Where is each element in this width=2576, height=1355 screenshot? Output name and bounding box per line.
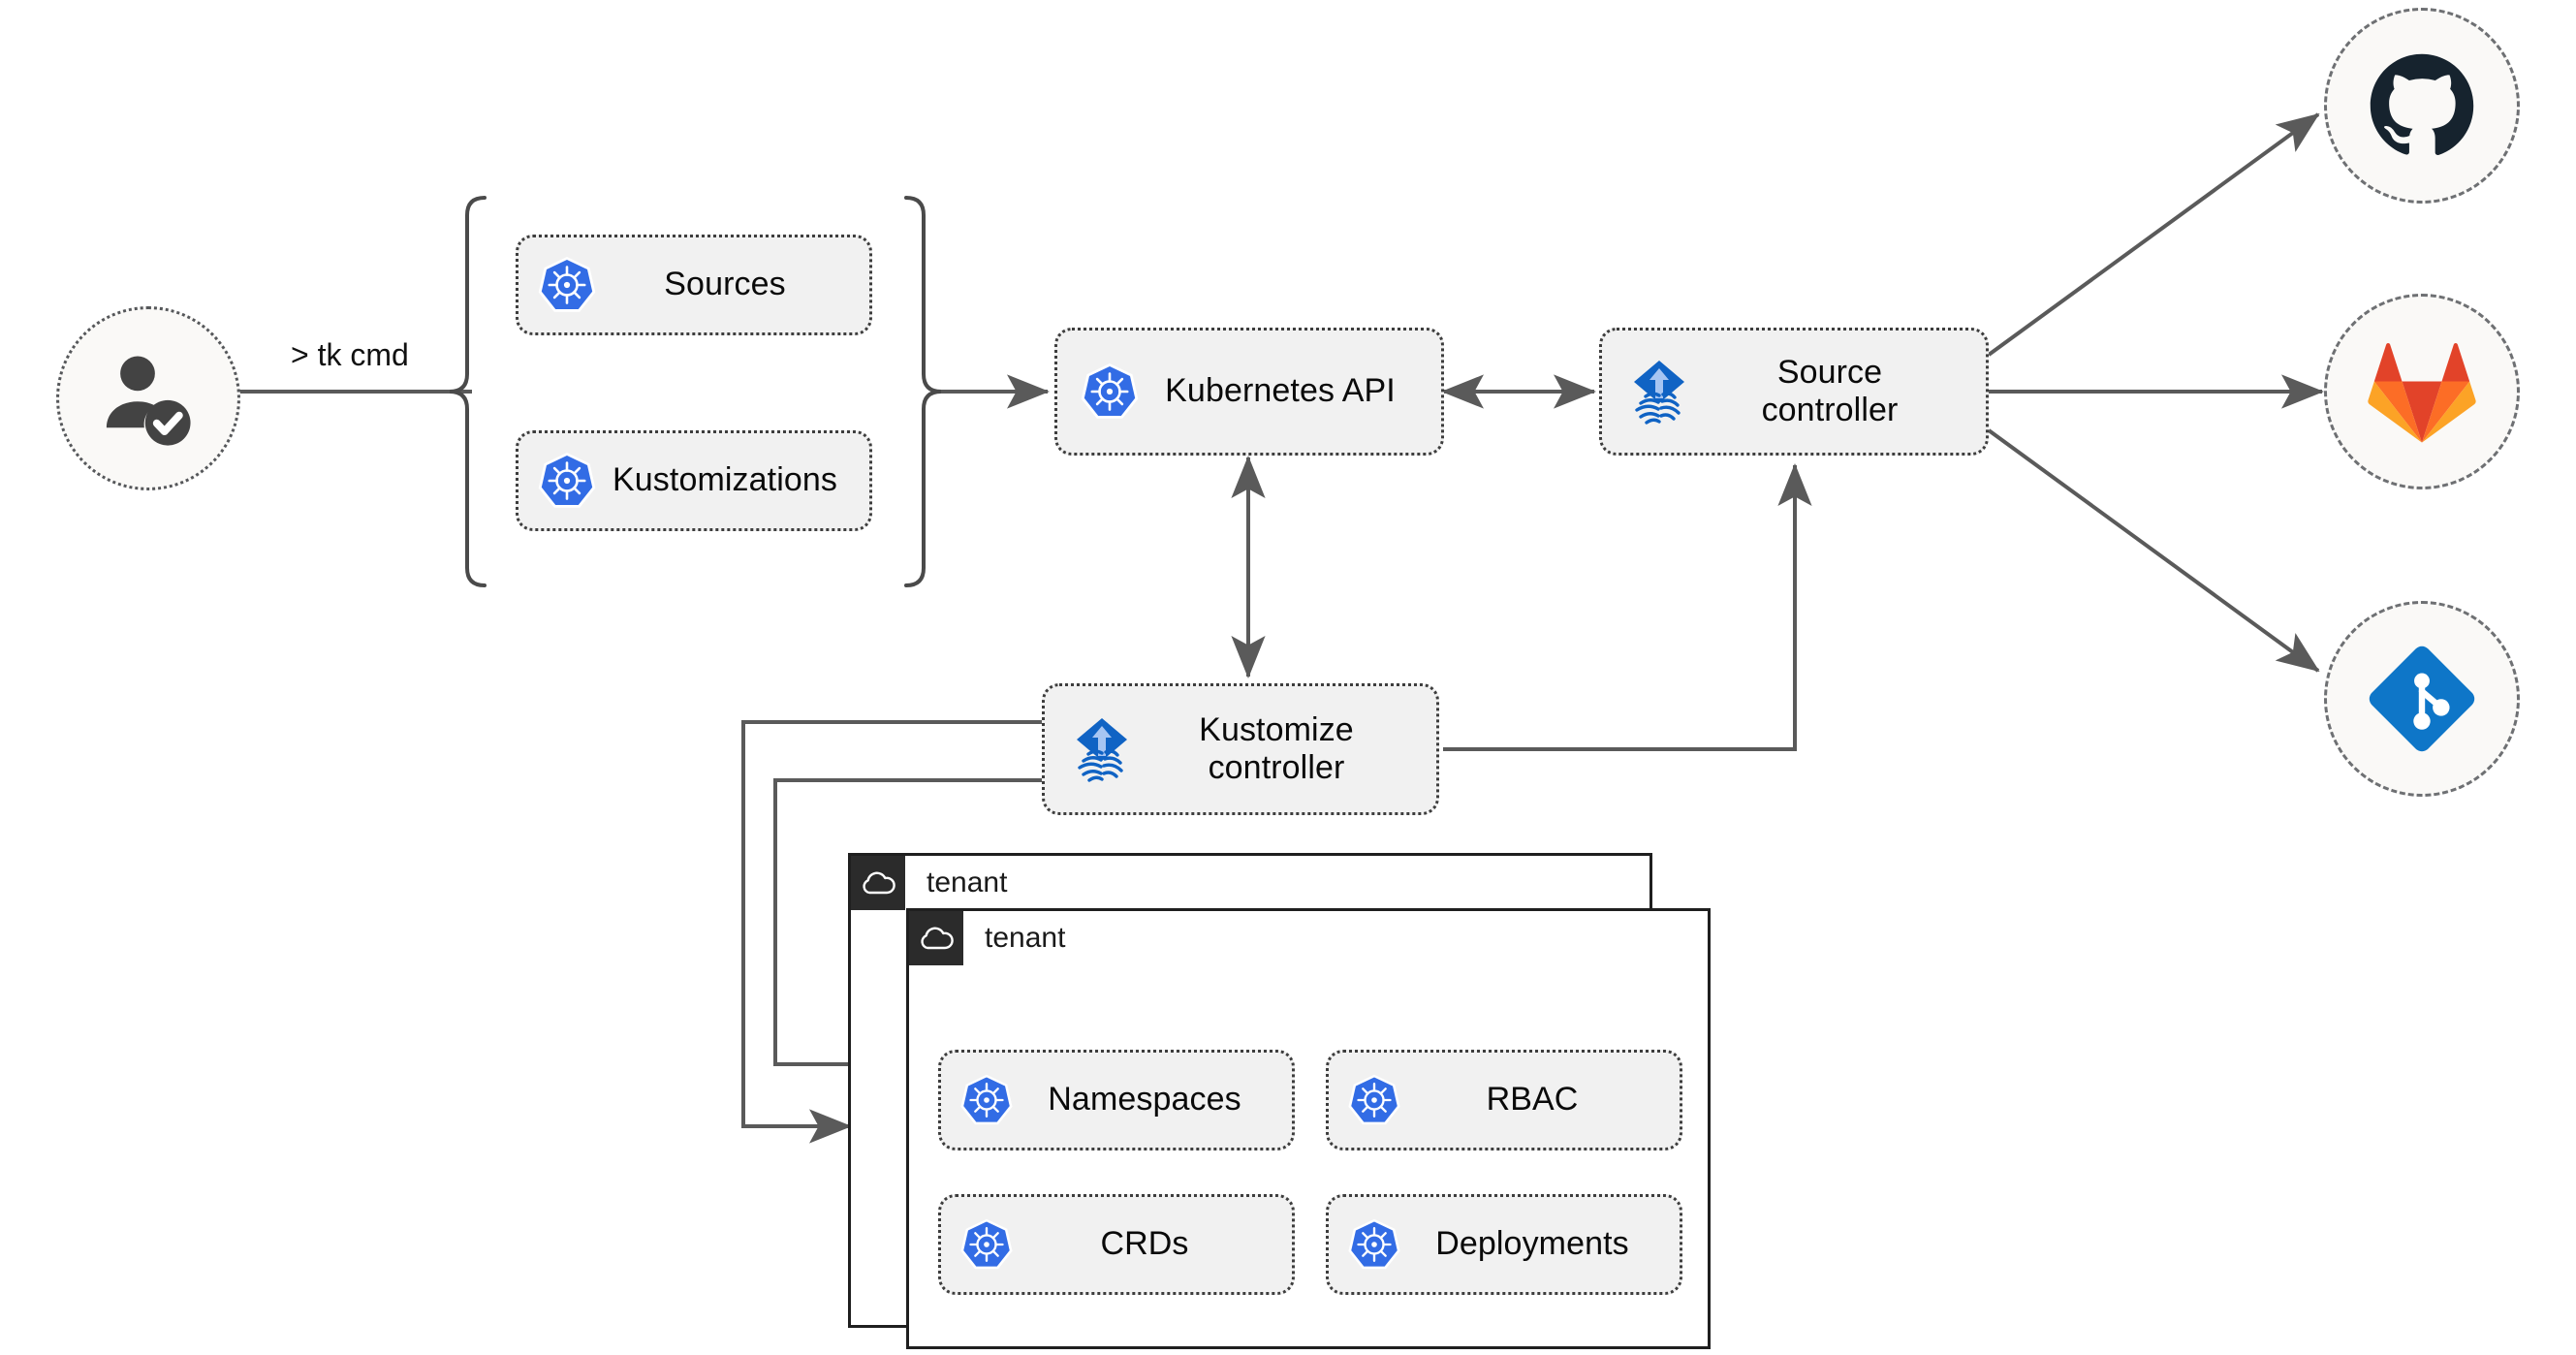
- provider-github[interactable]: [2324, 8, 2520, 204]
- resource-label: Kustomizations: [613, 461, 837, 499]
- resource-label: Sources: [664, 266, 786, 303]
- node-kustomize-controller[interactable]: Kustomize controller: [1042, 683, 1439, 815]
- tenant-resource-deployments[interactable]: Deployments: [1326, 1194, 1682, 1295]
- tenant-resource-namespaces[interactable]: Namespaces: [938, 1050, 1295, 1150]
- tenant-resource-crds[interactable]: CRDs: [938, 1194, 1295, 1295]
- tenant-resource-label: Namespaces: [1048, 1081, 1241, 1119]
- tenant-resource-label: RBAC: [1486, 1081, 1579, 1119]
- kubernetes-icon: [958, 1216, 1015, 1273]
- tenant-resource-label: CRDs: [1100, 1225, 1189, 1263]
- edge-source-to-github: [1987, 112, 2320, 357]
- edge-source-to-git: [1987, 428, 2320, 673]
- user-check-icon: [106, 356, 191, 446]
- brace-left: [449, 196, 487, 587]
- resource-box-sources[interactable]: Sources: [516, 235, 872, 335]
- cloud-icon: [909, 911, 963, 965]
- git-icon: [2369, 646, 2475, 752]
- cloud-icon: [851, 856, 905, 910]
- github-icon: [2370, 53, 2474, 155]
- command-label: > tk cmd: [291, 337, 409, 372]
- kubernetes-icon: [1346, 1216, 1402, 1273]
- provider-gitlab[interactable]: [2324, 294, 2520, 489]
- provider-git[interactable]: [2324, 601, 2520, 797]
- tenant-header-2: tenant: [909, 911, 1065, 965]
- node-source-controller[interactable]: Source controller: [1599, 328, 1989, 456]
- tenant-title: tenant: [985, 922, 1066, 954]
- node-label: Kustomize controller: [1199, 710, 1354, 786]
- brace-right: [904, 196, 942, 587]
- node-label: Source controller: [1761, 353, 1899, 428]
- tenant-title: tenant: [927, 867, 1008, 898]
- tenant-window-2: tenant Namespaces: [906, 908, 1711, 1349]
- node-label: Kubernetes API: [1165, 372, 1396, 410]
- node-kubernetes-api[interactable]: Kubernetes API: [1054, 328, 1444, 456]
- gitlab-icon: [2368, 343, 2476, 443]
- edge-kustomize-to-source-controller: [1443, 463, 1812, 751]
- tenant-resource-rbac[interactable]: RBAC: [1326, 1050, 1682, 1150]
- flux-icon: [1066, 713, 1138, 785]
- kubernetes-icon: [958, 1072, 1015, 1128]
- flux-icon: [1623, 356, 1695, 427]
- kubernetes-icon: [536, 450, 598, 512]
- tenant-header-1: tenant: [851, 856, 1007, 910]
- tenant-resource-label: Deployments: [1435, 1225, 1629, 1263]
- kubernetes-icon: [536, 254, 598, 316]
- kubernetes-icon: [1079, 361, 1141, 423]
- resource-box-kustomizations[interactable]: Kustomizations: [516, 430, 872, 531]
- kubernetes-icon: [1346, 1072, 1402, 1128]
- actor-avatar: [56, 306, 240, 490]
